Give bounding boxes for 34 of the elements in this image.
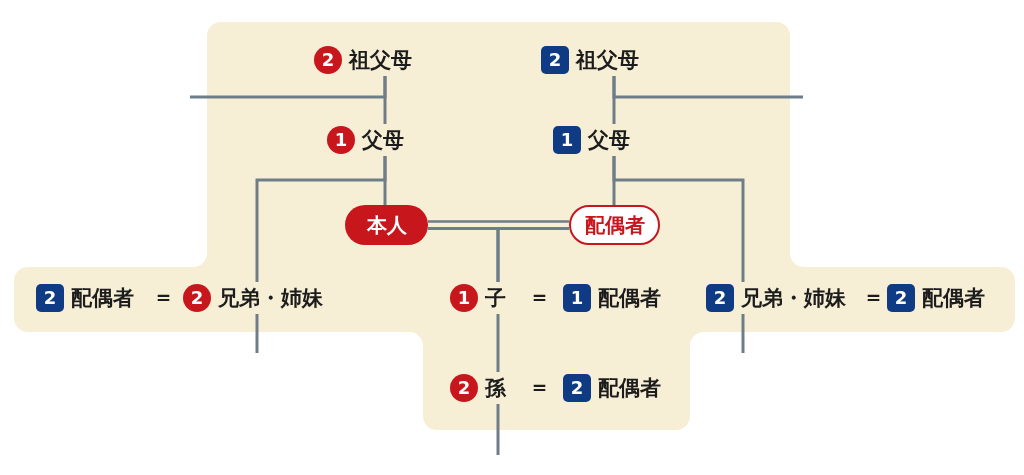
equals-sign: ＝ — [862, 287, 884, 308]
family-line — [496, 227, 569, 282]
family-line — [255, 156, 387, 282]
relative-name: 祖父母 — [349, 49, 412, 71]
relative-name: 配偶者 — [598, 287, 661, 309]
equals-sign: ＝ — [528, 377, 550, 398]
relative-name: 配偶者 — [922, 287, 985, 309]
family-line — [496, 314, 500, 372]
family-line — [612, 76, 803, 99]
degree-badge: 1 — [563, 284, 591, 312]
family-line — [496, 404, 500, 455]
relative-name: 祖父母 — [576, 49, 639, 71]
degree-badge: 2 — [887, 284, 915, 312]
degree-badge: 1 — [553, 126, 581, 154]
relative-name: 父母 — [362, 129, 404, 151]
family-line — [190, 76, 387, 99]
degree-badge: 2 — [36, 284, 64, 312]
degree-badge: 2 — [563, 374, 591, 402]
degree-badge: 2 — [541, 46, 569, 74]
equals-sign: ＝ — [528, 287, 550, 308]
self-pill: 本人 — [345, 205, 428, 245]
relative-name: 配偶者 — [71, 287, 134, 309]
equals-sign: ＝ — [152, 287, 174, 308]
relative-name: 兄弟・姉妹 — [741, 287, 846, 309]
family-line — [612, 156, 745, 282]
relative-name: 子 — [485, 287, 506, 309]
relative-name: 配偶者 — [598, 377, 661, 399]
spouse-pill: 配偶者 — [569, 205, 660, 245]
family-line — [255, 314, 259, 353]
degree-badge: 2 — [706, 284, 734, 312]
family-line — [741, 314, 745, 353]
relative-name: 孫 — [485, 377, 506, 399]
relative-name: 父母 — [588, 129, 630, 151]
relative-name: 兄弟・姉妹 — [218, 287, 323, 309]
